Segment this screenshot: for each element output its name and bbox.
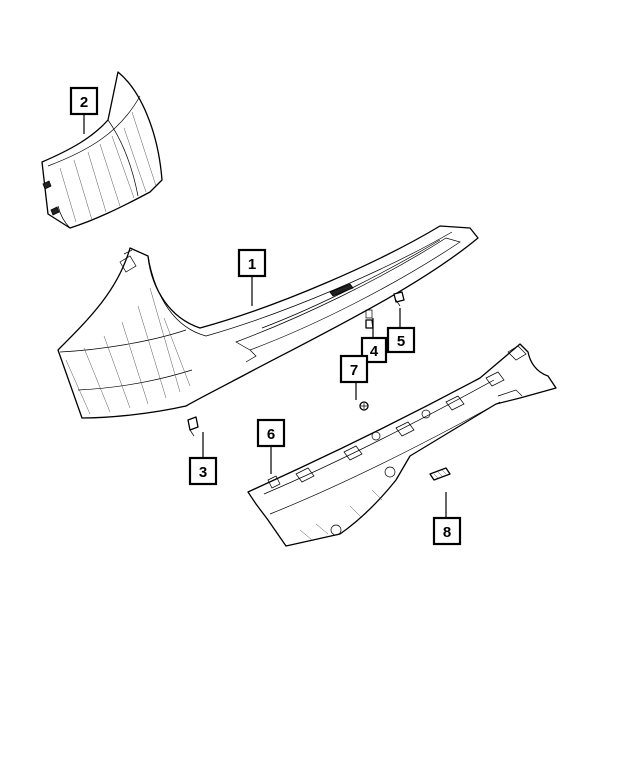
leader-lines [83,114,447,518]
callout-2: 2 [69,86,99,116]
callout-7: 7 [339,354,369,384]
part-8-clip [429,467,451,481]
part-3-clip [187,416,199,437]
part-6-sill-bracket [247,343,557,547]
callout-8-label: 8 [443,524,451,541]
callout-3-label: 3 [199,464,207,481]
callout-8: 8 [432,516,462,546]
part-1-sill-plate [57,225,479,419]
callout-5-label: 5 [397,333,405,350]
callout-7-label: 7 [350,362,358,379]
part-7-screw [359,401,369,411]
callout-5: 5 [386,326,416,354]
part-5-clip [393,291,405,307]
callout-3: 3 [188,456,218,486]
callout-1: 1 [237,248,267,278]
callout-6-label: 6 [267,426,275,443]
callout-1-label: 1 [248,256,256,273]
callout-4-label: 4 [370,343,379,360]
callout-6: 6 [256,418,286,448]
part-4-clip [365,309,374,329]
callout-2-label: 2 [80,94,88,111]
part-2-corner-trim [41,71,163,229]
